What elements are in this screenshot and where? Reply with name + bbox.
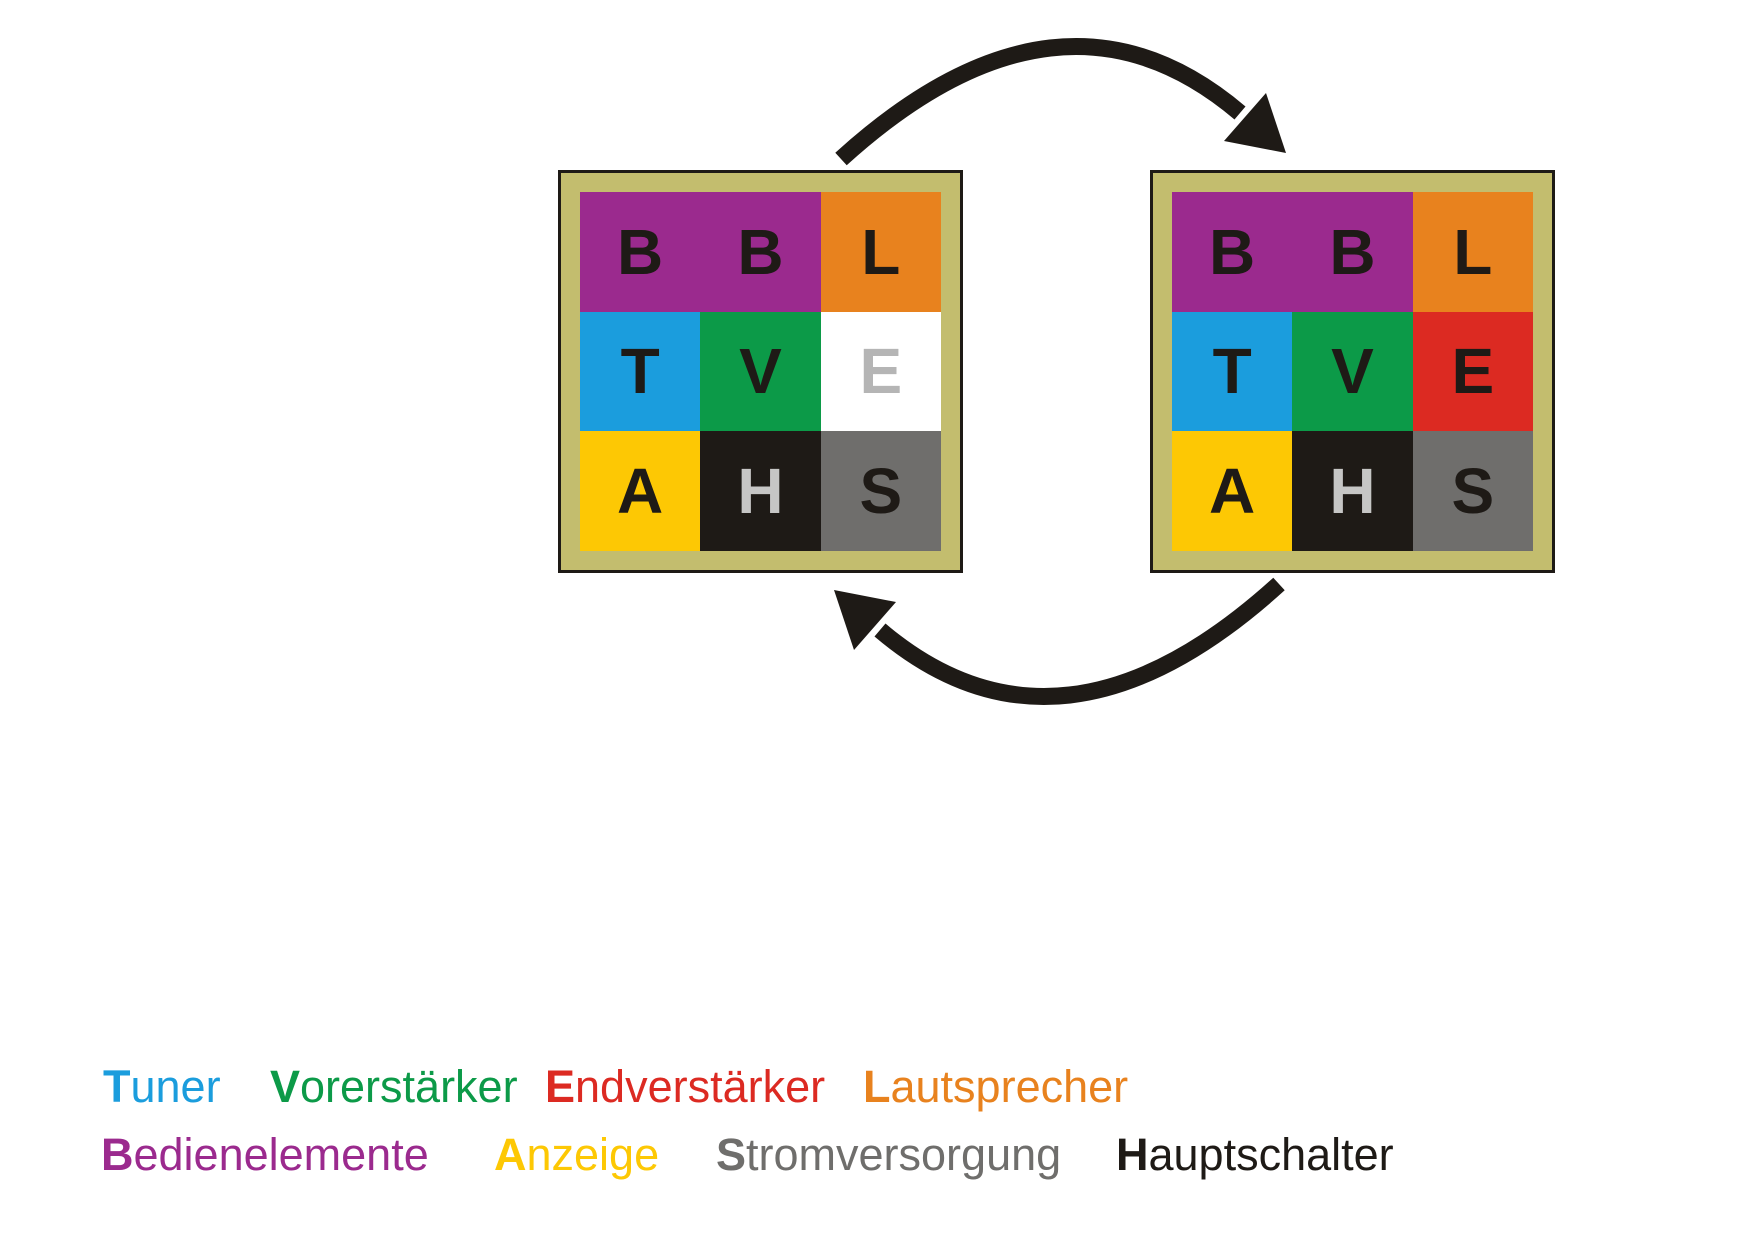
legend-row-2: Bedienelemente Anzeige Stromversorgung Haup… [0, 1130, 1754, 1182]
grid-cell-a: A [1172, 431, 1293, 551]
legend-item-vorerstaerker: Vorerstärker [270, 1062, 518, 1112]
cell-letter: E [859, 335, 903, 408]
cell-letter: V [739, 335, 782, 408]
cell-letter: L [1453, 215, 1493, 288]
cell-letter: E [1451, 335, 1495, 408]
grid-cell-b: B [580, 192, 701, 312]
legend-item-initial: A [494, 1129, 527, 1180]
grid-cell-a: A [580, 431, 701, 551]
legend-item-tuner: Tuner [103, 1062, 221, 1112]
grid-cell-s: S [1412, 431, 1533, 551]
cell-letter: H [737, 455, 784, 528]
grid-cell-e: E [1412, 311, 1533, 432]
cell-letter: T [1212, 335, 1252, 408]
legend-item-rest: orerstärker [300, 1061, 518, 1112]
legend-item-initial: L [863, 1061, 891, 1112]
legend-item-rest: uner [130, 1061, 221, 1112]
cell-letter: S [859, 455, 903, 528]
legend-row-1: Tuner Vorerstärker Endverstärker Lautsprech… [0, 1062, 1754, 1114]
legend-item-stromversorgung: Stromversorgung [716, 1130, 1061, 1180]
cell-letter: B [1329, 215, 1376, 288]
legend-item-bedienelemente: Bedienelemente [101, 1130, 429, 1180]
legend-item-initial: V [270, 1061, 301, 1112]
legend-item-initial: E [545, 1061, 576, 1112]
legend-item-initial: H [1116, 1129, 1149, 1180]
cycle-arrow-top-icon [835, 38, 1286, 166]
grid-cell-l: L [1412, 192, 1533, 312]
grid-cell-e: E [820, 311, 941, 432]
grid-cell-t: T [1172, 311, 1293, 432]
grid-cell-s: S [820, 431, 941, 551]
legend-item-endverstaerker: Endverstärker [545, 1062, 825, 1112]
legend-item-anzeige: Anzeige [494, 1130, 659, 1180]
cell-letter: A [617, 455, 664, 528]
legend-item-lautsprecher: Lautsprecher [863, 1062, 1128, 1112]
grid-cell-h: H [1292, 431, 1413, 551]
legend-item-initial: B [101, 1129, 134, 1180]
grid-cell-t: T [580, 311, 701, 432]
legend-item-rest: auptschalter [1148, 1129, 1394, 1180]
cell-letter: B [1209, 215, 1256, 288]
legend-item-rest: edienelemente [133, 1129, 429, 1180]
grid-cell-b: B [700, 192, 821, 312]
legend-item-rest: ndverstärker [575, 1061, 826, 1112]
cell-letter: A [1209, 455, 1256, 528]
grid-cell-v: V [700, 311, 821, 432]
cell-letter: T [620, 335, 660, 408]
grid-cell-v: V [1292, 311, 1413, 432]
grid-cell-h: H [700, 431, 821, 551]
grid-cell-b: B [1292, 192, 1413, 312]
cell-letter: B [737, 215, 784, 288]
legend-item-hauptschalter: Hauptschalter [1116, 1130, 1394, 1180]
cycle-arrow-bottom-icon [834, 577, 1285, 705]
legend-item-rest: autsprecher [890, 1061, 1129, 1112]
cell-letter: L [861, 215, 901, 288]
grid-cell-l: L [820, 192, 941, 312]
legend-item-initial: S [716, 1129, 747, 1180]
cell-letter: B [617, 215, 664, 288]
cell-letter: V [1331, 335, 1374, 408]
legend-item-rest: tromversorgung [746, 1129, 1062, 1180]
cell-letter: S [1451, 455, 1495, 528]
legend-item-initial: T [103, 1061, 131, 1112]
cell-letter: H [1329, 455, 1376, 528]
legend-item-rest: nzeige [526, 1129, 660, 1180]
grid-cell-b: B [1172, 192, 1293, 312]
